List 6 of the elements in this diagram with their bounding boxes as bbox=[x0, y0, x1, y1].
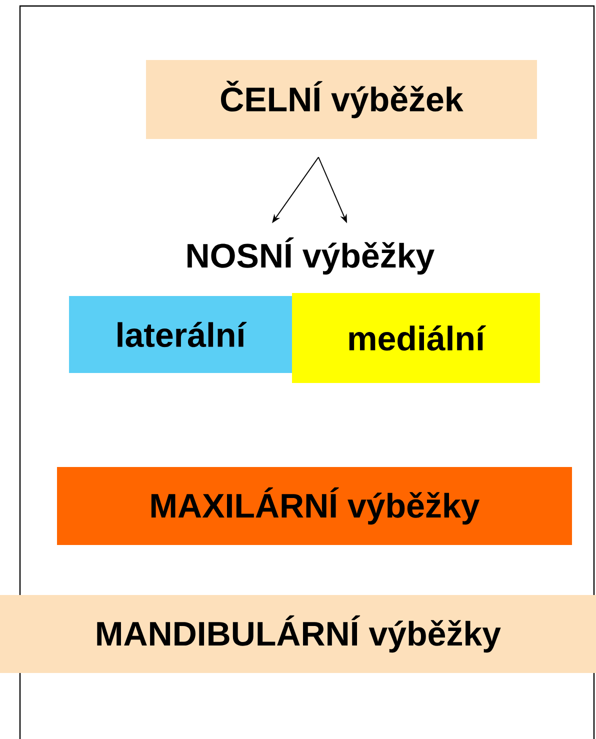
process-box: MANDIBULÁRNÍ výběžky bbox=[0, 595, 596, 673]
process-box: MAXILÁRNÍ výběžky bbox=[57, 467, 572, 545]
heading-text: NOSNÍ výběžky bbox=[188, 237, 434, 275]
process-box: laterální bbox=[69, 296, 292, 373]
process-box: ČELNÍ výběžek bbox=[146, 60, 537, 139]
process-box: mediální bbox=[292, 293, 540, 383]
